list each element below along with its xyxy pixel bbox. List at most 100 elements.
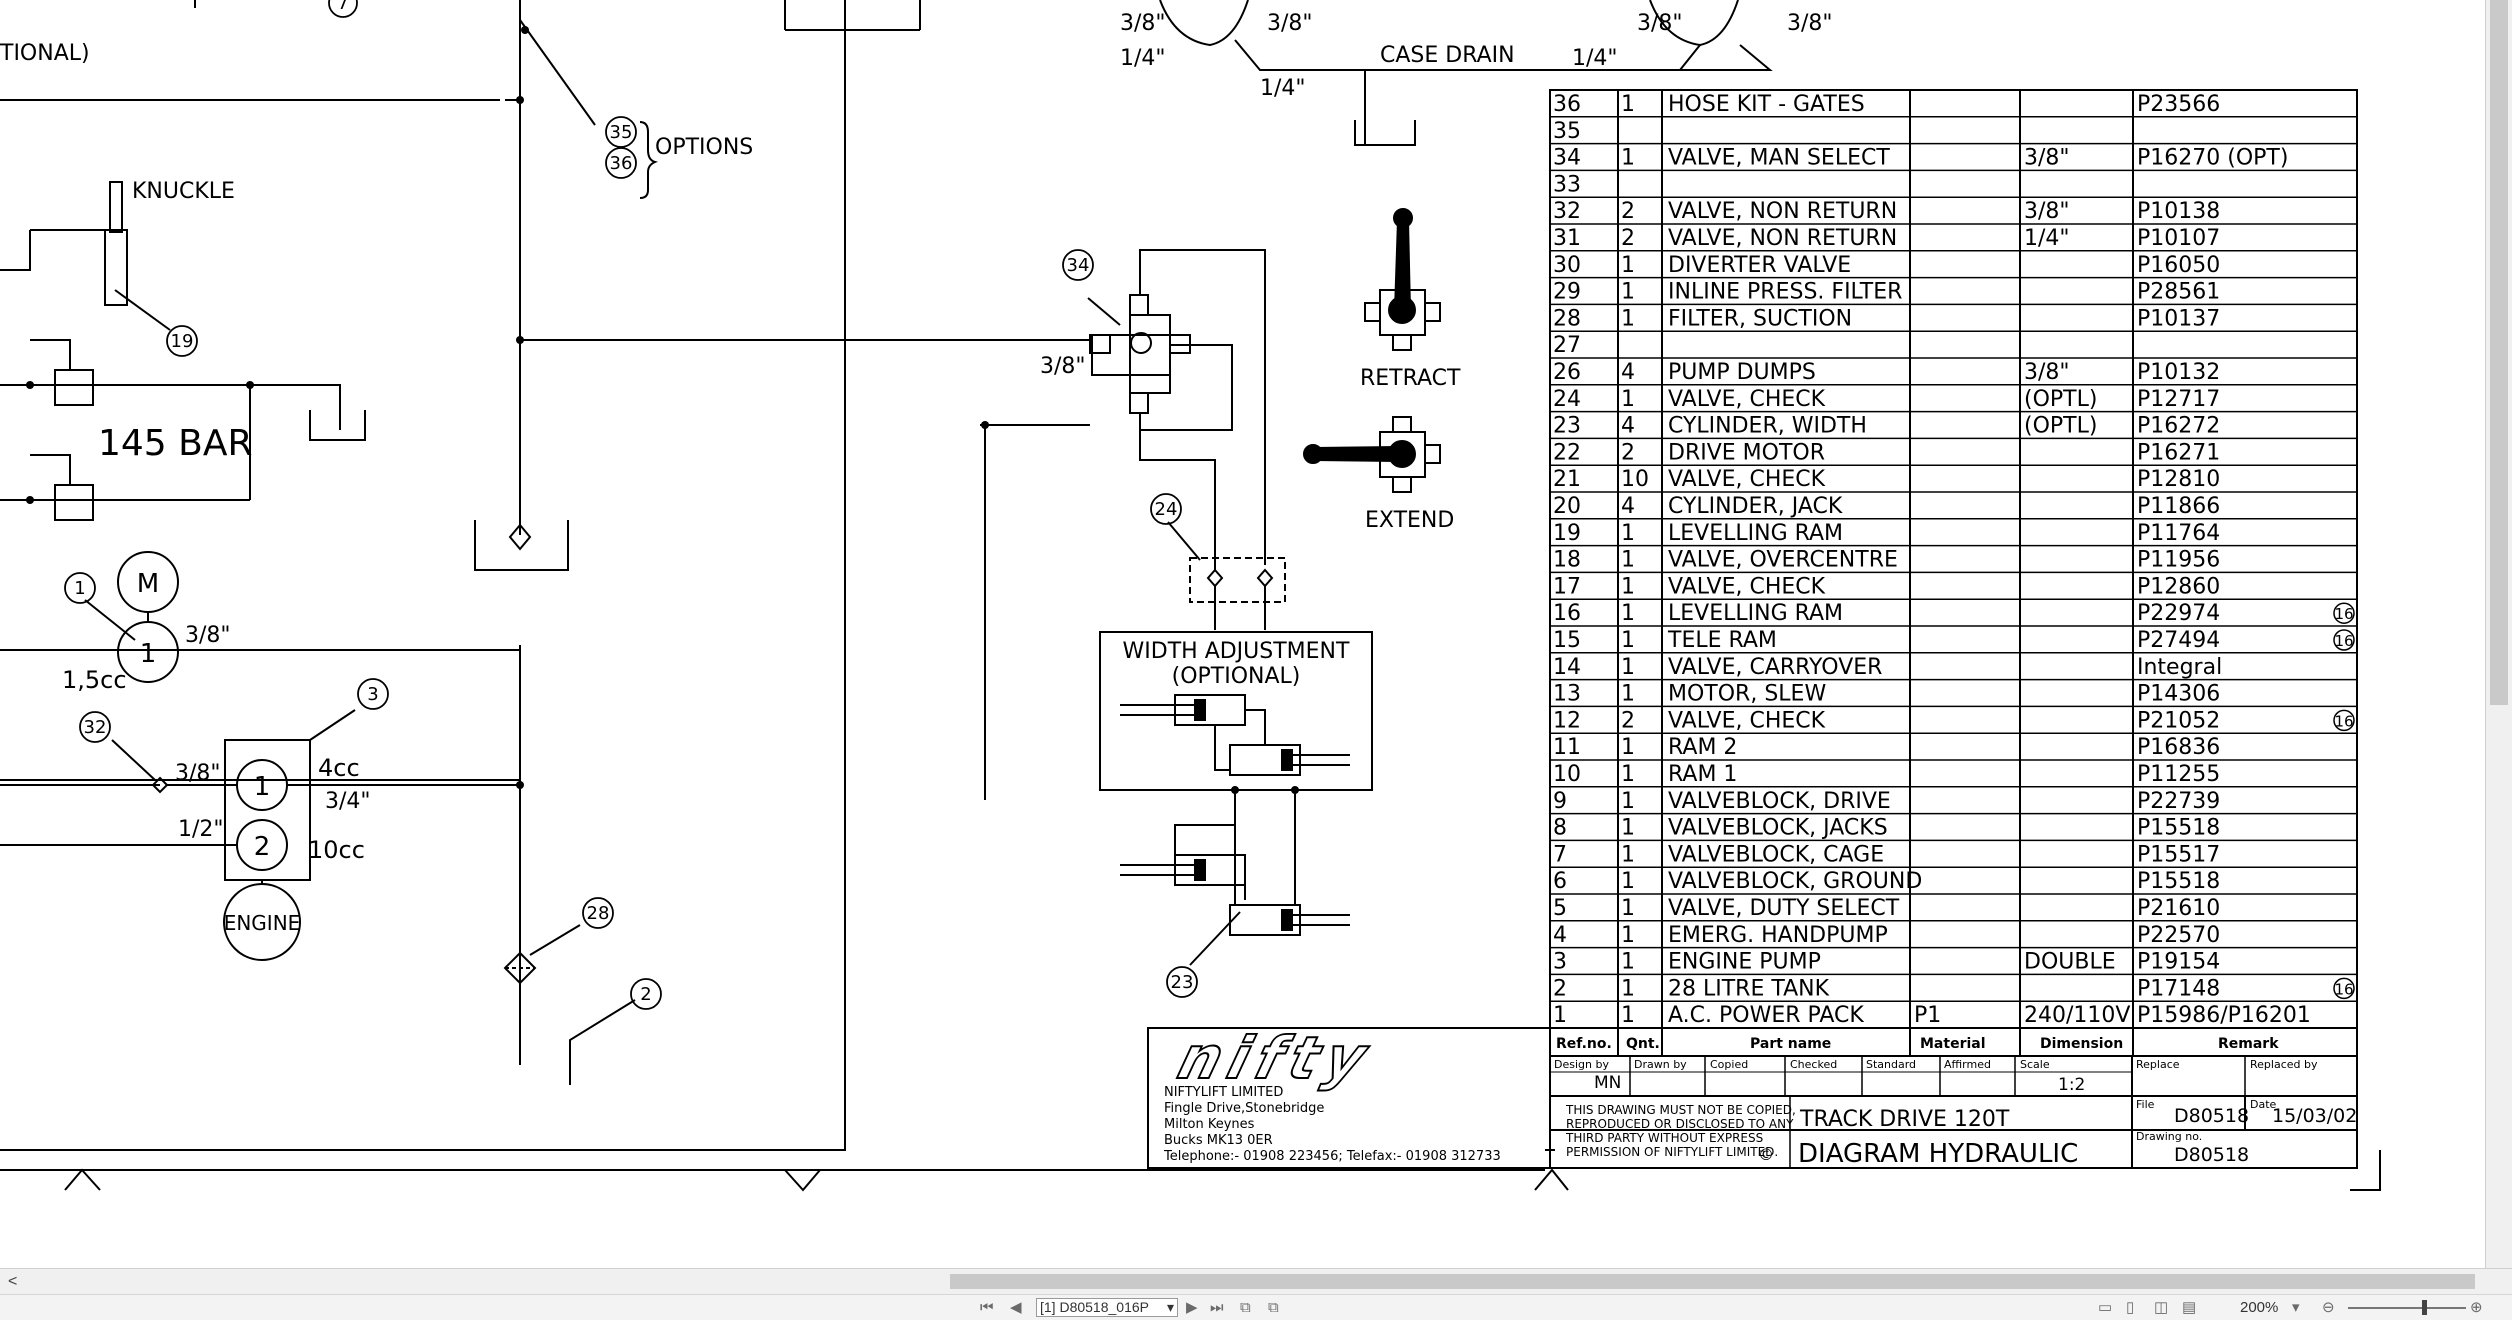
balloon-3-label: 3 bbox=[367, 684, 378, 705]
pump2-label: 2 bbox=[254, 832, 271, 862]
zoom-dropdown-icon[interactable]: ▾ bbox=[2292, 1299, 2300, 1316]
options-label: OPTIONS bbox=[655, 135, 753, 160]
balloon-36-label: 36 bbox=[610, 153, 633, 174]
file-value: D80518 bbox=[2174, 1105, 2249, 1127]
table-cell-name: INLINE PRESS. FILTER bbox=[1668, 280, 1902, 305]
horizontal-scroll-thumb[interactable] bbox=[950, 1274, 2475, 1289]
vertical-scrollbar[interactable] bbox=[2485, 0, 2512, 1268]
motor-label: M bbox=[137, 569, 159, 599]
table-cell-ref: 13 bbox=[1553, 682, 1581, 707]
continuous-view-icon[interactable]: ▯ bbox=[2126, 1299, 2135, 1316]
pump1-displacement-label: 4cc bbox=[318, 754, 360, 782]
page-select-dropdown[interactable]: [1] D80518_016P ▾ bbox=[1036, 1298, 1178, 1317]
balloon-3 bbox=[357, 678, 389, 710]
title-block bbox=[1147, 1027, 2358, 1169]
zoom-slider-thumb[interactable] bbox=[2422, 1300, 2427, 1315]
pipe-size-label: 1/2" bbox=[178, 817, 224, 842]
table-cell-ref: 8 bbox=[1553, 816, 1567, 841]
table-cell-ref: 23 bbox=[1553, 414, 1581, 439]
hydraulic-diagram: 7 35 36 19 1 32 3 28 2 34 24 23 TIONAL) … bbox=[0, 0, 2381, 1192]
scroll-left-arrow[interactable]: < bbox=[8, 1273, 18, 1290]
table-cell-ref: 24 bbox=[1553, 387, 1581, 412]
balloon-32-label: 32 bbox=[84, 717, 107, 738]
vertical-scroll-thumb[interactable] bbox=[2490, 0, 2508, 705]
table-cell-qty: 1 bbox=[1621, 628, 1635, 653]
optional-label: TIONAL) bbox=[0, 41, 90, 66]
table-cell-name: VALVEBLOCK, GROUND bbox=[1668, 869, 1922, 894]
scale-value: 1:2 bbox=[2058, 1075, 2085, 1095]
schematic-labels: TIONAL) KNUCKLE 145 BAR M 1 1,5cc 3/8" 3… bbox=[0, 11, 1833, 935]
title-block-text: nifty NIFTYLIFT LIMITED Fingle Drive,Sto… bbox=[1163, 1023, 2357, 1169]
revision-note-balloon bbox=[2333, 602, 2355, 624]
drawing-no-label: Drawing no. bbox=[2136, 1130, 2202, 1143]
compare-view-icon[interactable]: ⧉ bbox=[1268, 1299, 1279, 1316]
table-cell-qty: 1 bbox=[1621, 655, 1635, 680]
company-address-1: Fingle Drive,Stonebridge bbox=[1164, 1101, 1324, 1116]
header-dimension: Dimension bbox=[2040, 1036, 2123, 1052]
facing-view-icon[interactable]: ◫ bbox=[2154, 1299, 2169, 1316]
last-page-button[interactable]: ⏭ bbox=[1210, 1299, 1224, 1316]
pipe-size-label: 3/4" bbox=[325, 789, 371, 814]
balloon-32 bbox=[79, 711, 111, 743]
table-cell-material: P1 bbox=[1914, 1003, 1941, 1028]
table-cell-qty: 1 bbox=[1621, 548, 1635, 573]
table-cell-qty: 1 bbox=[1621, 253, 1635, 278]
table-cell-ref: 29 bbox=[1553, 280, 1581, 305]
table-cell-qty: 1 bbox=[1621, 521, 1635, 546]
pipe-size-label: 3/8" bbox=[1120, 11, 1166, 36]
table-cell-qty: 1 bbox=[1621, 950, 1635, 975]
zoom-level: 200% bbox=[2240, 1299, 2279, 1316]
balloon-7-label: 7 bbox=[337, 0, 348, 14]
balloon-19-label: 19 bbox=[171, 331, 194, 352]
header-ref: Ref.no. bbox=[1556, 1036, 1612, 1052]
extend-label: EXTEND bbox=[1365, 508, 1454, 533]
table-cell-ref: 15 bbox=[1553, 628, 1581, 653]
balloon-2-label: 2 bbox=[640, 984, 651, 1005]
table-cell-ref: 10 bbox=[1553, 762, 1581, 787]
checked-label: Checked bbox=[1790, 1058, 1837, 1071]
previous-page-button[interactable]: ◀ bbox=[1010, 1299, 1022, 1316]
balloon-34 bbox=[1062, 249, 1094, 281]
table-cell-qty: 1 bbox=[1621, 306, 1635, 331]
replace-label: Replace bbox=[2136, 1058, 2180, 1071]
zoom-in-button[interactable]: ⊕ bbox=[2470, 1299, 2483, 1316]
horizontal-scrollbar[interactable]: < bbox=[0, 1268, 2512, 1294]
table-cell-remark: P14306 bbox=[2137, 682, 2220, 707]
table-cell-ref: 19 bbox=[1553, 521, 1581, 546]
table-cell-remark: P11866 bbox=[2137, 494, 2220, 519]
width-adjustment-optional-label: (OPTIONAL) bbox=[1172, 664, 1301, 689]
drawing-viewport[interactable]: 7 35 36 19 1 32 3 28 2 34 24 23 TIONAL) … bbox=[0, 0, 2485, 1268]
table-cell-ref: 6 bbox=[1553, 869, 1567, 894]
table-cell-dim: 3/8" bbox=[2024, 199, 2070, 224]
balloon-19 bbox=[166, 325, 198, 357]
table-cell-name: VALVEBLOCK, DRIVE bbox=[1668, 789, 1891, 814]
company-phone: Telephone:- 01908 223456; Telefax:- 0190… bbox=[1163, 1149, 1501, 1164]
single-page-view-icon[interactable]: ▭ bbox=[2098, 1299, 2113, 1316]
table-cell-qty: 1 bbox=[1621, 869, 1635, 894]
table-cell-name: RAM 1 bbox=[1668, 762, 1737, 787]
revision-note-label: 16 bbox=[2334, 605, 2353, 623]
fit-view-icon[interactable]: ▤ bbox=[2182, 1299, 2197, 1316]
table-cell-remark: P15518 bbox=[2137, 816, 2220, 841]
table-cell-remark: P27494 bbox=[2137, 628, 2220, 653]
next-page-button[interactable]: ▶ bbox=[1186, 1299, 1198, 1316]
first-page-button[interactable]: ⏮ bbox=[980, 1299, 994, 1316]
copyright-line-1: THIS DRAWING MUST NOT BE COPIED, bbox=[1565, 1103, 1796, 1117]
table-cell-ref: 2 bbox=[1553, 976, 1567, 1001]
table-cell-qty: 1 bbox=[1621, 789, 1635, 814]
table-cell-dim: 3/8" bbox=[2024, 146, 2070, 171]
table-cell-name: LEVELLING RAM bbox=[1668, 601, 1843, 626]
copy-view-icon[interactable]: ⧉ bbox=[1240, 1299, 1251, 1316]
table-cell-qty: 1 bbox=[1621, 1003, 1635, 1028]
table-cell-name: CYLINDER, JACK bbox=[1668, 494, 1843, 519]
table-cell-remark: P22570 bbox=[2137, 923, 2220, 948]
zoom-out-button[interactable]: ⊖ bbox=[2322, 1299, 2335, 1316]
pipe-size-label: 1/4" bbox=[1572, 46, 1618, 71]
table-cell-qty: 2 bbox=[1621, 440, 1635, 465]
table-cell-dim: 3/8" bbox=[2024, 360, 2070, 385]
table-cell-qty: 1 bbox=[1621, 842, 1635, 867]
table-cell-name: VALVE, MAN SELECT bbox=[1668, 146, 1890, 171]
table-cell-name: VALVE, NON RETURN bbox=[1668, 226, 1897, 251]
zoom-slider[interactable] bbox=[2348, 1307, 2466, 1309]
table-cell-remark: P22739 bbox=[2137, 789, 2220, 814]
